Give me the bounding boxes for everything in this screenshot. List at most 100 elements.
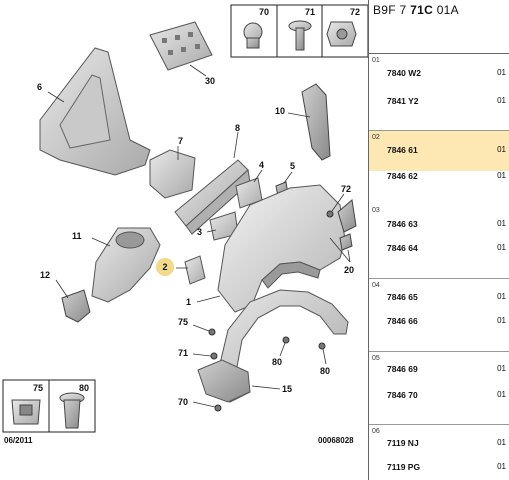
part-quantity: 01 bbox=[497, 462, 506, 471]
callout-80-right: 80 bbox=[320, 366, 331, 376]
wheel-arch-liner-15-drawing bbox=[197, 289, 349, 403]
part-row[interactable]: 7119 PG 01 bbox=[369, 462, 509, 476]
clip-80-drawing bbox=[59, 392, 85, 429]
part-row[interactable]: 7846 63 01 bbox=[369, 219, 509, 233]
group-number: 04 bbox=[372, 282, 380, 289]
fastener-71-drawing bbox=[192, 352, 218, 360]
callout-30: 30 bbox=[205, 76, 216, 86]
parts-group-01[interactable]: 01 7840 W2 01 7841 Y2 01 bbox=[369, 54, 509, 131]
rail-8-drawing bbox=[174, 131, 251, 235]
part-row[interactable]: 7846 61 01 bbox=[369, 145, 509, 159]
part-number: 7846 70 bbox=[387, 390, 418, 400]
callout-72: 72 bbox=[341, 184, 352, 194]
reference-header: B9F 7 71C 01A bbox=[369, 0, 509, 54]
parts-group-05[interactable]: 05 7846 69 01 7846 70 01 bbox=[369, 352, 509, 425]
callout-4: 4 bbox=[259, 160, 265, 170]
part-row[interactable]: 7846 62 01 bbox=[369, 171, 509, 204]
group-number: 03 bbox=[372, 207, 380, 214]
callout-2-highlighted: 2 bbox=[156, 258, 174, 276]
callout-11: 11 bbox=[72, 231, 82, 241]
parts-group-04[interactable]: 04 7846 65 01 7846 66 01 bbox=[369, 279, 509, 352]
callout-6: 6 bbox=[37, 82, 43, 92]
part-row[interactable]: 7119 NJ 01 bbox=[369, 438, 509, 452]
bolt-72-drawing bbox=[326, 193, 345, 218]
part-row[interactable]: 7846 66 01 bbox=[369, 316, 509, 330]
part-quantity: 01 bbox=[497, 219, 506, 228]
callout-1: 1 bbox=[186, 297, 192, 307]
callout-box-80: 80 bbox=[79, 383, 90, 393]
bracket-2-drawing bbox=[176, 255, 206, 285]
part-number: 7846 69 bbox=[387, 364, 418, 374]
clip-bag-30-drawing bbox=[149, 21, 213, 77]
fastener-70-drawing bbox=[192, 401, 222, 412]
callout-3: 3 bbox=[197, 227, 203, 237]
side-pieces-20-drawing bbox=[329, 199, 357, 263]
part-row[interactable]: 7841 Y2 01 bbox=[369, 96, 509, 110]
part-row[interactable]: 7846 64 01 bbox=[369, 243, 509, 257]
clip-75-drawing bbox=[11, 399, 41, 425]
part-quantity: 01 bbox=[497, 243, 506, 252]
inner-panel-6-drawing bbox=[39, 47, 151, 176]
part-quantity: 01 bbox=[497, 68, 506, 77]
callout-70: 70 bbox=[178, 397, 189, 407]
parts-group-06[interactable]: 06 7119 NJ 01 7119 PG 01 bbox=[369, 425, 509, 480]
fastener-75-drawing bbox=[192, 324, 216, 336]
part-quantity: 01 bbox=[497, 316, 506, 325]
part-row[interactable]: 7840 W2 01 bbox=[369, 68, 509, 82]
wheelhouse-11-drawing bbox=[91, 227, 161, 303]
part-number: 7846 61 bbox=[387, 145, 418, 155]
part-quantity: 01 bbox=[497, 171, 506, 180]
fastener-80-right-drawing bbox=[318, 342, 327, 365]
bracket-7-drawing bbox=[149, 146, 196, 199]
group-number: 01 bbox=[372, 57, 380, 64]
diagram-date: 06/2011 bbox=[4, 436, 33, 445]
callout-box-71: 71 bbox=[305, 7, 316, 17]
part-number: 7846 64 bbox=[387, 243, 418, 253]
callout-15: 15 bbox=[282, 384, 293, 394]
part-quantity: 01 bbox=[497, 96, 506, 105]
callout-80-left: 80 bbox=[272, 357, 283, 367]
part-quantity: 01 bbox=[497, 364, 506, 373]
callout-5: 5 bbox=[290, 161, 296, 171]
part-number: 7840 W2 bbox=[387, 68, 422, 78]
strip-10-drawing bbox=[287, 83, 331, 161]
parts-list-panel: B9F 7 71C 01A 01 7840 W2 01 7841 Y2 01 0… bbox=[368, 0, 509, 480]
callout-20: 20 bbox=[344, 265, 355, 275]
callout-8: 8 bbox=[235, 123, 241, 133]
part-quantity: 01 bbox=[497, 390, 506, 399]
fastener-80-left-drawing bbox=[279, 336, 290, 357]
parts-group-03[interactable]: 03 7846 63 01 7846 64 01 bbox=[369, 204, 509, 279]
nut-72-drawing bbox=[326, 21, 357, 47]
callout-10: 10 bbox=[275, 106, 286, 116]
part-quantity: 01 bbox=[497, 292, 506, 301]
part-quantity: 01 bbox=[497, 438, 506, 447]
callout-box-72: 72 bbox=[350, 7, 361, 17]
callout-7: 7 bbox=[178, 136, 184, 146]
part-number: 7119 PG bbox=[387, 462, 421, 472]
callout-box-70: 70 bbox=[259, 7, 270, 17]
callout-75: 75 bbox=[178, 317, 189, 327]
part-row[interactable]: 7846 69 01 bbox=[369, 364, 509, 378]
part-number: 7846 66 bbox=[387, 316, 418, 326]
part-number: 7846 62 bbox=[387, 171, 418, 181]
bolt-71-drawing bbox=[288, 20, 312, 51]
callout-71: 71 bbox=[178, 348, 189, 358]
part-quantity: 01 bbox=[497, 145, 506, 154]
part-row[interactable]: 7846 70 01 bbox=[369, 390, 509, 404]
group-number: 06 bbox=[372, 428, 380, 435]
parts-group-02-selected[interactable]: 02 7846 61 01 7846 62 01 bbox=[369, 131, 509, 204]
diagram-drawing bbox=[2, 4, 368, 433]
reference-code: B9F 7 71C 01A bbox=[373, 3, 459, 17]
part-row[interactable]: 7846 65 01 bbox=[369, 292, 509, 306]
nut-70-drawing bbox=[243, 22, 263, 49]
callout-box-75: 75 bbox=[33, 383, 44, 393]
part-number: 7846 65 bbox=[387, 292, 418, 302]
exploded-diagram: 70 71 72 30 6 10 8 7 4 5 72 3 11 2 20 12… bbox=[2, 4, 368, 445]
part-number: 7841 Y2 bbox=[387, 96, 419, 106]
front-fender-1-drawing bbox=[196, 184, 346, 313]
part-number: 7119 NJ bbox=[387, 438, 419, 448]
plate-12-drawing bbox=[55, 279, 91, 323]
part-number: 7846 63 bbox=[387, 219, 418, 229]
callout-12: 12 bbox=[40, 270, 51, 280]
group-number: 02 bbox=[372, 134, 380, 141]
